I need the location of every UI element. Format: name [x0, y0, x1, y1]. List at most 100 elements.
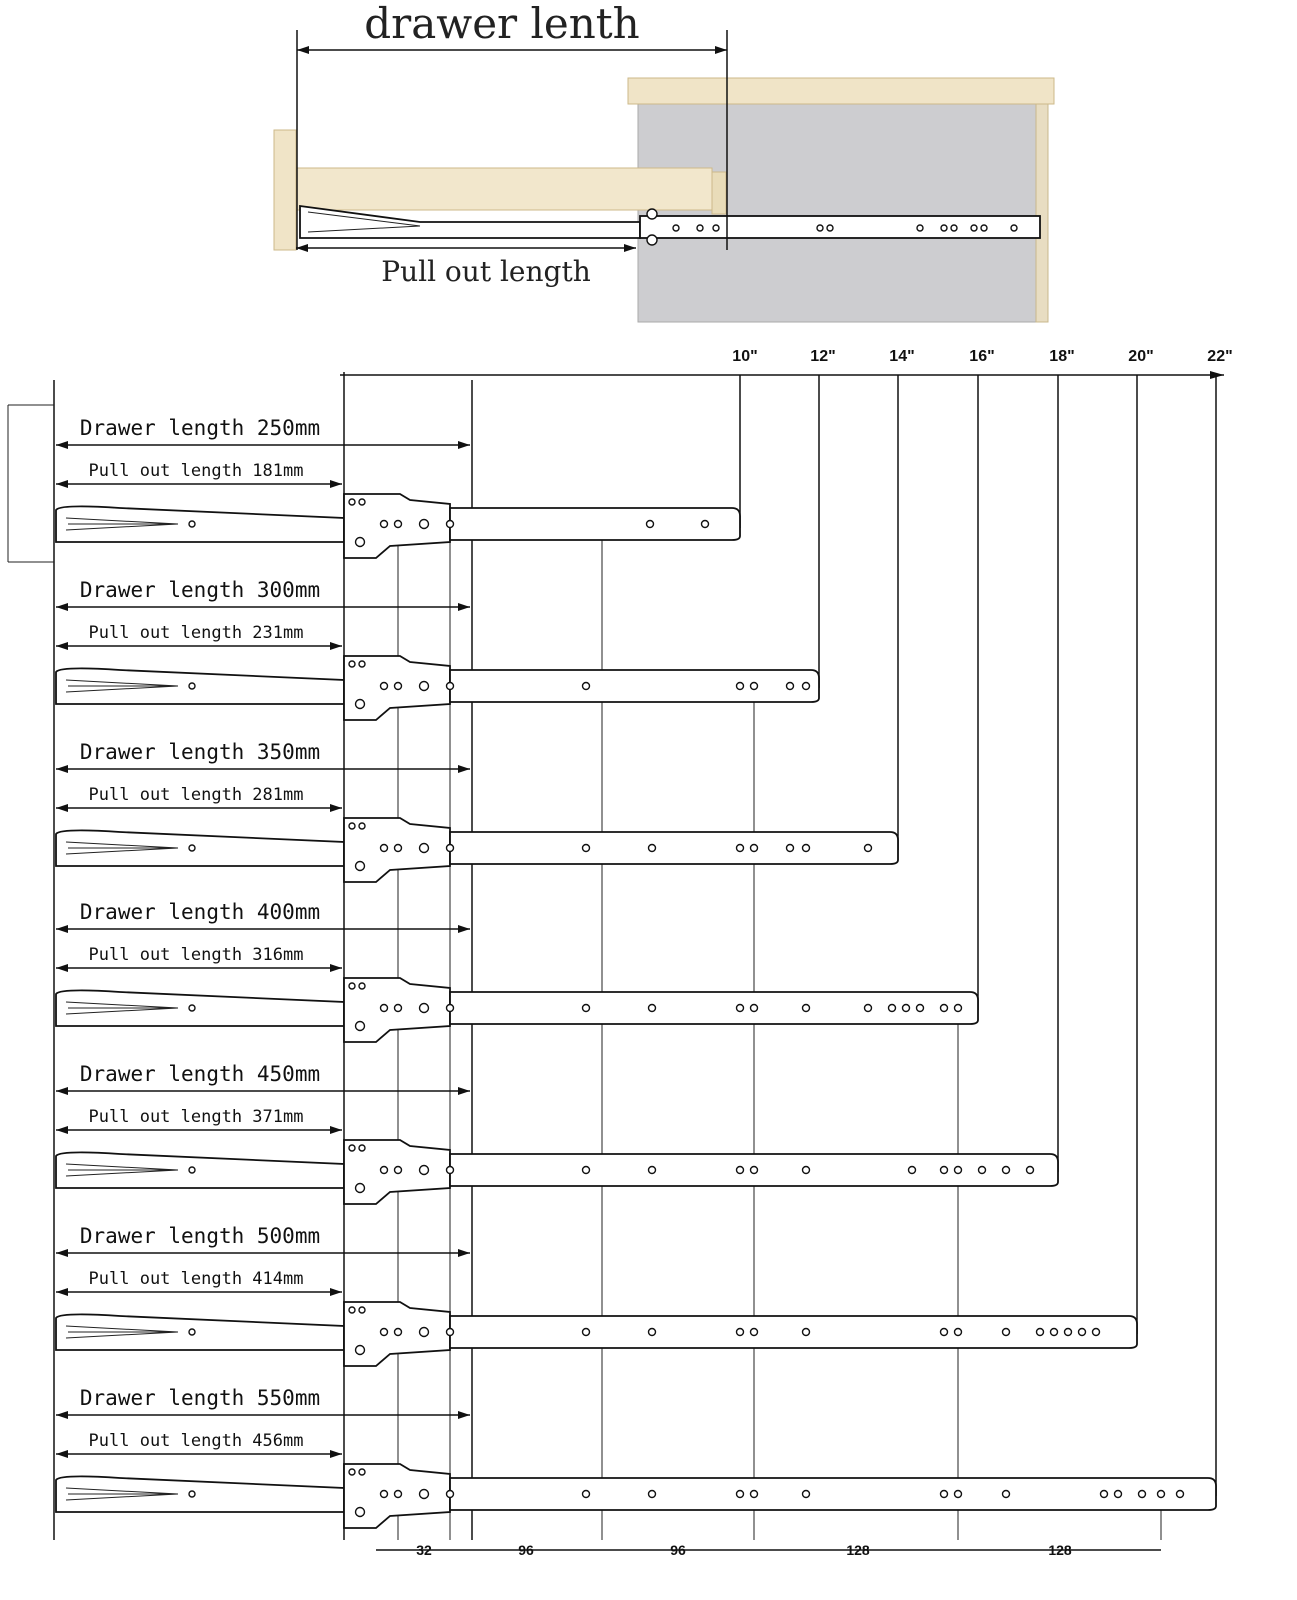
- mounting-hole: [749, 681, 759, 691]
- inch-label-12: 12": [810, 348, 835, 365]
- inch-tick: 16": [969, 348, 995, 1010]
- inch-tick: 12": [810, 348, 836, 688]
- mounting-hole: [939, 1003, 949, 1013]
- mounting-hole: [735, 1327, 745, 1337]
- drawer-length-label: Drawer length 350mm: [80, 740, 320, 764]
- spacing-128-a: 128: [846, 1542, 870, 1558]
- mounting-hole: [749, 1165, 759, 1175]
- mounting-hole: [581, 1165, 591, 1175]
- mounting-hole: [749, 1327, 759, 1337]
- cabinet-body: [637, 99, 1049, 323]
- mounting-hole: [393, 1165, 403, 1175]
- inch-tick: 22": [1207, 348, 1233, 1496]
- mounting-hole: [1001, 1165, 1011, 1175]
- mounting-hole: [445, 1165, 455, 1175]
- cabinet-side: [1035, 99, 1049, 323]
- mounting-hole: [418, 1164, 430, 1176]
- pull-out-length-label: Pull out length 371mm: [89, 1107, 304, 1127]
- mounting-hole: [393, 681, 403, 691]
- drawer-back: [711, 171, 727, 215]
- mounting-hole: [863, 843, 873, 853]
- mounting-hole: [393, 843, 403, 853]
- drawer-front: [273, 129, 297, 251]
- mounting-hole: [581, 1489, 591, 1499]
- mounting-hole: [379, 681, 389, 691]
- slide-outer-member: [449, 831, 899, 865]
- mounting-hole: [418, 1488, 430, 1500]
- mounting-hole: [1063, 1327, 1073, 1337]
- mounting-hole: [418, 680, 430, 692]
- mounting-hole: [977, 1165, 987, 1175]
- mounting-hole: [445, 519, 455, 529]
- slide-drawer-member: [299, 204, 641, 239]
- drawer-cabinet-illustration: drawer lenth Pull out length: [273, 0, 1055, 323]
- mounting-hole: [379, 1165, 389, 1175]
- drawer-length-label: Drawer length 250mm: [80, 416, 320, 440]
- mounting-hole: [735, 843, 745, 853]
- mounting-hole: [379, 1489, 389, 1499]
- mounting-hole: [1156, 1489, 1166, 1499]
- mounting-hole: [393, 519, 403, 529]
- mounting-hole: [1175, 1489, 1185, 1499]
- mounting-hole: [647, 1327, 657, 1337]
- slide-outer-member: [449, 991, 979, 1025]
- spacing-96-a: 96: [518, 1542, 534, 1558]
- slide-chart: 10" 12" 14" 16" 18" 20" 22" Drawer lengt…: [7, 348, 1233, 1558]
- mounting-hole: [735, 681, 745, 691]
- mounting-hole: [1035, 1327, 1045, 1337]
- inch-label-18: 18": [1049, 348, 1074, 365]
- mounting-hole: [953, 1489, 963, 1499]
- pull-out-length-label: Pull out length 281mm: [89, 785, 304, 805]
- inch-tick: 18": [1049, 348, 1075, 1172]
- mounting-hole: [445, 1327, 455, 1337]
- inch-ticks: 10" 12" 14" 16" 18" 20" 22": [732, 348, 1233, 1496]
- mounting-hole: [863, 1003, 873, 1013]
- mounting-hole: [445, 681, 455, 691]
- drawer-length-title: drawer lenth: [364, 0, 640, 48]
- hole-spacing-dimensions: 32 96 96 128 128: [376, 1542, 1161, 1558]
- mounting-hole: [647, 1003, 657, 1013]
- mounting-hole: [735, 1165, 745, 1175]
- mounting-hole: [379, 843, 389, 853]
- drawer-length-label: Drawer length 300mm: [80, 578, 320, 602]
- mounting-hole: [749, 1489, 759, 1499]
- inch-tick: 10": [732, 348, 758, 528]
- inch-label-14: 14": [889, 348, 914, 365]
- mounting-hole: [647, 1489, 657, 1499]
- inch-label-22: 22": [1207, 348, 1232, 365]
- mounting-hole: [1001, 1327, 1011, 1337]
- mounting-hole: [581, 843, 591, 853]
- mounting-hole: [1099, 1489, 1109, 1499]
- pull-out-length-label: Pull out length 231mm: [89, 623, 304, 643]
- drawer-length-label: Drawer length 550mm: [80, 1386, 320, 1410]
- pull-out-length-label: Pull out length 456mm: [89, 1431, 304, 1451]
- mounting-hole: [915, 1003, 925, 1013]
- mounting-hole: [735, 1003, 745, 1013]
- drawer-box: [295, 167, 713, 211]
- slide-outer-member: [449, 1315, 1138, 1349]
- mounting-hole: [785, 681, 795, 691]
- spacing-128-b: 128: [1048, 1542, 1072, 1558]
- mounting-hole: [801, 681, 811, 691]
- mounting-hole: [887, 1003, 897, 1013]
- mounting-hole: [1113, 1489, 1123, 1499]
- mounting-hole: [418, 1326, 430, 1338]
- mounting-hole: [735, 1489, 745, 1499]
- drawer-length-label: Drawer length 500mm: [80, 1224, 320, 1248]
- mounting-hole: [801, 1003, 811, 1013]
- mounting-hole: [418, 842, 430, 854]
- mounting-hole: [785, 843, 795, 853]
- mounting-hole: [953, 1003, 963, 1013]
- mounting-hole: [953, 1327, 963, 1337]
- mounting-hole: [418, 1002, 430, 1014]
- pull-out-length-label: Pull out length 316mm: [89, 945, 304, 965]
- mounting-hole: [1077, 1327, 1087, 1337]
- mounting-hole: [393, 1489, 403, 1499]
- mounting-hole: [939, 1489, 949, 1499]
